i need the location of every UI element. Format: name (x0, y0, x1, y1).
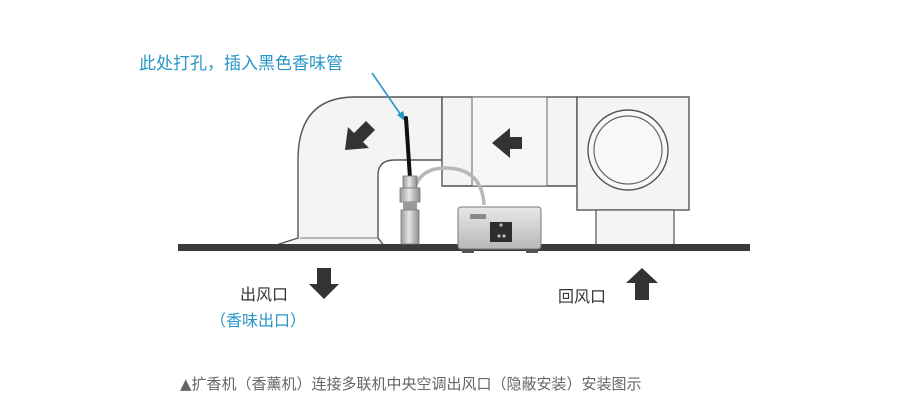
black-scent-tube (404, 116, 412, 180)
return-air-label: 回风口 (558, 287, 607, 306)
annotation-label: 此处打孔，插入黑色香味管 (139, 54, 343, 74)
outlet-sublabel: （香味出口） (210, 311, 307, 330)
outlet-duct (269, 96, 443, 248)
fan-housing (576, 96, 690, 248)
aroma-machine (457, 206, 542, 253)
arrow-down-left-icon (345, 121, 375, 150)
clear-hose (412, 166, 486, 206)
caption: ▲扩香机（香薰机）连接多联机中央空调出风口（隐蔽安装）安装图示 (180, 375, 642, 393)
outlet-label: 出风口 (240, 285, 289, 304)
annotation-leader-arrowhead (397, 111, 406, 122)
arrow-down-icon (309, 268, 339, 299)
annotation-leader (371, 72, 404, 119)
arrow-left-icon (492, 128, 522, 158)
arrow-up-icon (626, 268, 658, 300)
cylinder-diffuser (399, 175, 421, 245)
fan-icon (587, 109, 669, 191)
